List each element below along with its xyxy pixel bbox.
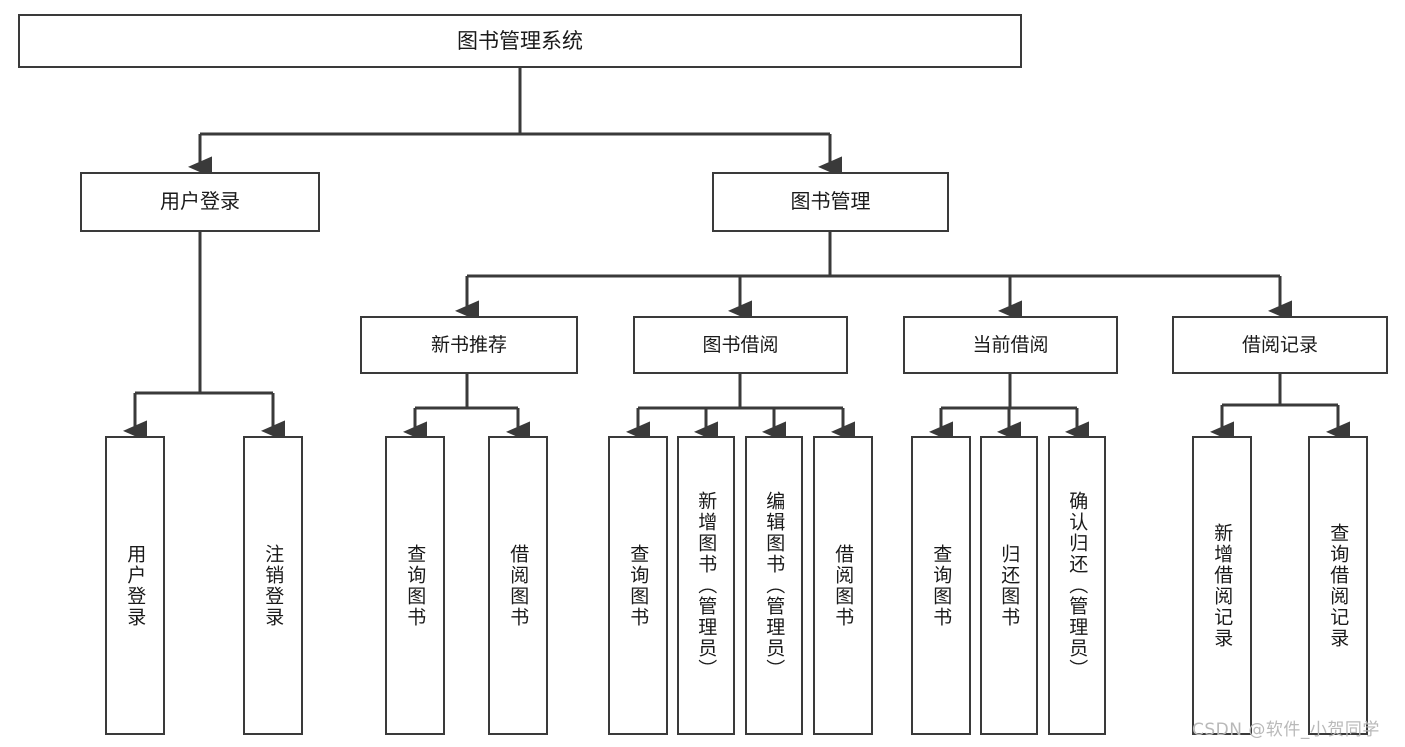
node-label: 图书管理系统 — [457, 28, 583, 53]
node-label: 新增借阅记录 — [1211, 522, 1234, 649]
node-label: 当前借阅 — [972, 333, 1049, 356]
node-label: 图书借阅 — [702, 333, 779, 356]
node-label: 图书管理 — [790, 189, 871, 214]
node-label: 借阅记录 — [1241, 333, 1318, 356]
node-label: 新增图书（管理员） — [695, 491, 718, 680]
node-label: 查询图书 — [930, 543, 953, 628]
node-label: 查询图书 — [627, 543, 650, 628]
node-book-management[interactable]: 图书管理 — [712, 172, 949, 232]
leaf-logout-login[interactable]: 注销登录 — [243, 436, 303, 735]
leaf-query-borrow-record[interactable]: 查询借阅记录 — [1308, 436, 1368, 735]
node-label: 新书推荐 — [430, 333, 507, 356]
leaf-add-book[interactable]: 新增图书（管理员） — [677, 436, 735, 735]
node-label: 编辑图书（管理员） — [763, 491, 786, 680]
node-label: 查询借阅记录 — [1327, 522, 1350, 649]
leaf-confirm-return[interactable]: 确认归还（管理员） — [1048, 436, 1106, 735]
node-root-book-management-system[interactable]: 图书管理系统 — [18, 14, 1022, 68]
node-label: 查询图书 — [404, 543, 427, 628]
node-label: 归还图书 — [998, 543, 1021, 628]
leaf-edit-book[interactable]: 编辑图书（管理员） — [745, 436, 803, 735]
leaf-query-book-borrow[interactable]: 查询图书 — [608, 436, 668, 735]
leaf-return-book[interactable]: 归还图书 — [980, 436, 1038, 735]
node-label: 用户登录 — [124, 543, 147, 628]
leaf-borrow-book-recommend[interactable]: 借阅图书 — [488, 436, 548, 735]
leaf-borrow-book-borrow[interactable]: 借阅图书 — [813, 436, 873, 735]
node-new-book-recommend[interactable]: 新书推荐 — [360, 316, 578, 374]
node-user-login[interactable]: 用户登录 — [80, 172, 320, 232]
node-label: 借阅图书 — [507, 543, 530, 628]
leaf-user-login[interactable]: 用户登录 — [105, 436, 165, 735]
node-label: 用户登录 — [160, 189, 240, 214]
node-label: 借阅图书 — [832, 543, 855, 628]
node-borrow-record[interactable]: 借阅记录 — [1172, 316, 1388, 374]
leaf-query-book-current[interactable]: 查询图书 — [911, 436, 971, 735]
leaf-query-book-recommend[interactable]: 查询图书 — [385, 436, 445, 735]
node-label: 注销登录 — [262, 543, 285, 628]
leaf-add-borrow-record[interactable]: 新增借阅记录 — [1192, 436, 1252, 735]
node-current-borrow[interactable]: 当前借阅 — [903, 316, 1118, 374]
node-book-borrow[interactable]: 图书借阅 — [633, 316, 848, 374]
node-label: 确认归还（管理员） — [1066, 491, 1089, 680]
